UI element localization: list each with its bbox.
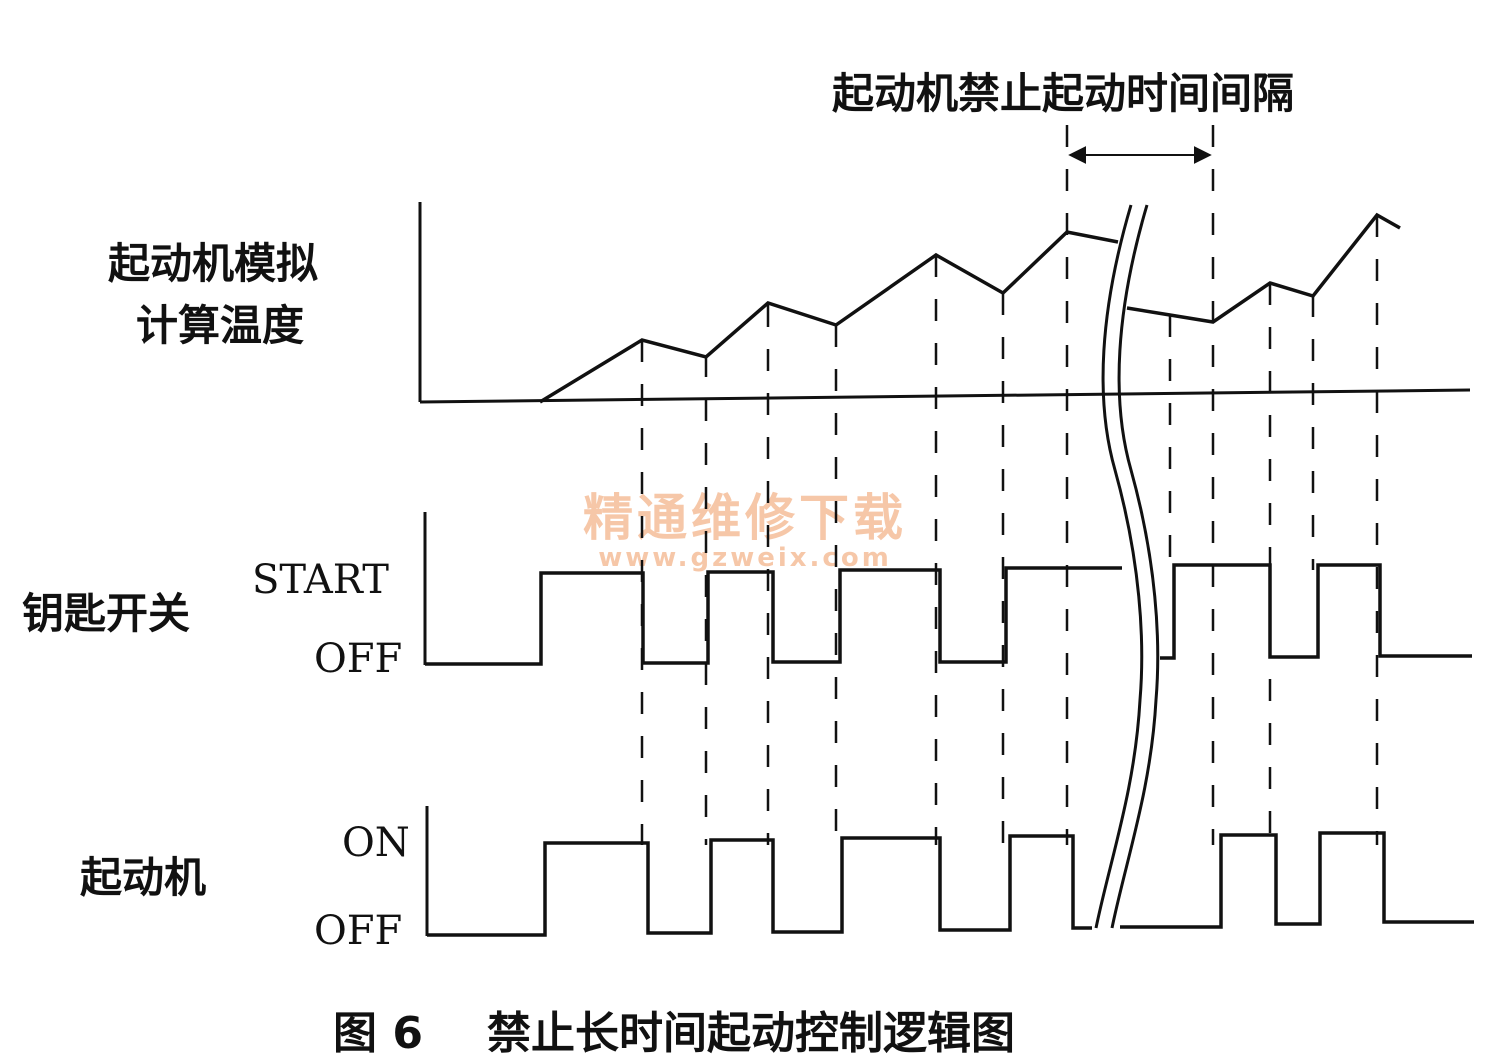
key-switch-label: 钥匙开关 [22, 589, 190, 638]
time-break-mark [1094, 204, 1160, 929]
temperature-label-line2: 计算温度 [136, 301, 304, 350]
temperature-curve-left [539, 230, 1119, 404]
starter-label: 起动机 [80, 853, 206, 902]
starter-off-label: OFF [314, 908, 402, 954]
key-switch-off-label: OFF [314, 636, 402, 682]
interval-label: 起动机禁止起动时间间隔 [832, 69, 1294, 118]
watermark-url: www.gzweix.com [598, 543, 892, 573]
starter-signal [427, 834, 1092, 937]
key-switch-signal-right [1160, 563, 1472, 660]
temperature-label-line1: 起动机模拟 [108, 239, 318, 288]
temperature-curve-right [1126, 212, 1401, 324]
figure-number: 图 6 [333, 1008, 423, 1059]
figure-title: 禁止长时间起动控制逻辑图 [487, 1008, 1015, 1059]
temperature-axes [418, 202, 1471, 404]
key-switch-start-label: START [252, 557, 389, 603]
starter-signal-right [1120, 831, 1474, 929]
watermark-text: 精通维修下载 [583, 489, 907, 547]
starter-on-label: ON [342, 820, 410, 866]
key-switch-signal [425, 566, 1122, 666]
dashed-guides [640, 125, 1379, 845]
